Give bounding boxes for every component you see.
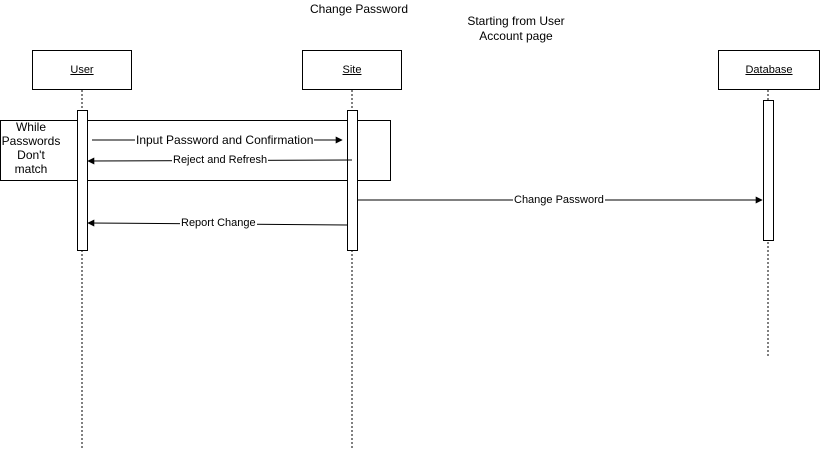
participant-label: User (70, 64, 94, 76)
starting-note-line: Starting from User (467, 14, 565, 28)
diagram-title: Change Password (310, 2, 409, 16)
loop-frame (0, 120, 391, 181)
message-label-report-change: Report Change (180, 217, 257, 229)
loop-condition-line: match (14, 162, 48, 176)
message-label-input-password: Input Password and Confirmation (135, 133, 315, 147)
participant-site: Site (302, 50, 402, 90)
participant-label: Site (342, 64, 362, 76)
activation-site (347, 110, 358, 251)
participant-label: Database (745, 64, 793, 76)
participant-database: Database (718, 50, 820, 90)
loop-condition-line: While (15, 120, 46, 134)
activation-user (77, 110, 88, 251)
loop-condition-line: Passwords (1, 134, 61, 148)
message-label-change-password: Change Password (513, 194, 605, 206)
loop-condition-line: Don't (17, 148, 45, 162)
loop-condition: While Passwords Don't match (0, 120, 62, 176)
message-label-reject-refresh: Reject and Refresh (172, 154, 269, 166)
starting-note: Starting from User Account page (454, 14, 578, 44)
participant-user: User (32, 50, 132, 90)
activation-database (763, 100, 774, 241)
starting-note-line: Account page (479, 29, 553, 43)
